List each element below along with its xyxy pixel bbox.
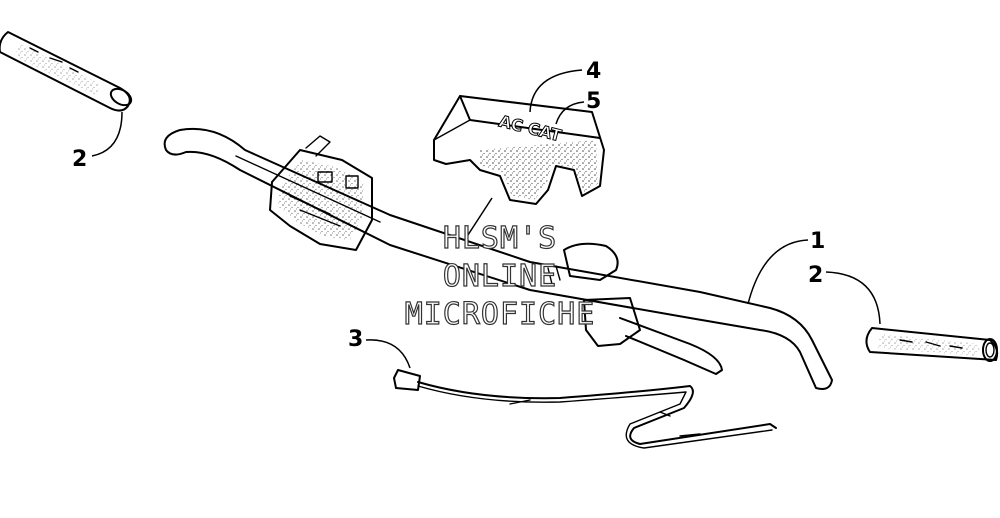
leader-2-right (825, 271, 881, 325)
leader-5 (555, 101, 585, 125)
left-switch-housing (269, 135, 373, 251)
watermark: HLSM'S ONLINE MICROFICHE (404, 220, 596, 332)
watermark-line-3: MICROFICHE (405, 297, 596, 332)
right-handgrip (865, 327, 999, 362)
callout-4: 4 (586, 59, 601, 84)
callout-1: 1 (810, 229, 825, 254)
leader-3 (365, 339, 411, 369)
watermark-line-1: HLSM'S (443, 221, 557, 256)
callout-2-left: 2 (72, 147, 87, 172)
callout-5: 5 (586, 89, 601, 114)
throttle-cable (393, 369, 777, 449)
handlebar-pad: AC CAT (433, 95, 605, 205)
watermark-line-2: ONLINE (443, 259, 557, 294)
pad-logo: AC CAT (497, 111, 563, 145)
callout-2-right: 2 (808, 263, 823, 288)
leader-4 (529, 69, 583, 113)
leader-lines (91, 69, 881, 369)
leader-1 (747, 239, 809, 305)
leader-2-left (91, 111, 123, 157)
leader-pad (465, 197, 493, 239)
brake-lever-assembly (547, 242, 723, 375)
left-handgrip (0, 31, 133, 112)
callout-3: 3 (348, 327, 363, 352)
